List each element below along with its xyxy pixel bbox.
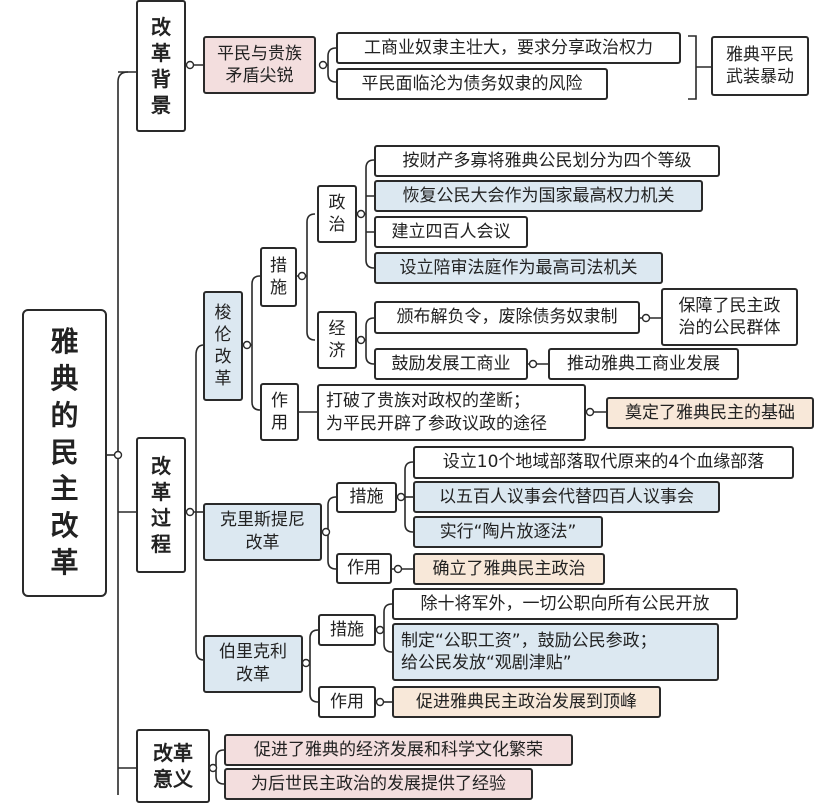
solon-effect-result: 奠定了雅典民主的基础 [606, 397, 814, 429]
solon-measures-label: 措 施 [260, 247, 297, 307]
pericles-measure: 制定“公职工资”，鼓励公民参政； 给公民发放“观剧津贴” [392, 623, 719, 681]
solon-effect: 打破了贵族对政权的垄断； 为平民开辟了参政议政的途径 [317, 384, 586, 441]
solon-politics-item: 建立四百人会议 [374, 216, 528, 248]
cleisthenes-effect-label: 作用 [336, 553, 392, 584]
cleisthenes-effect: 确立了雅典民主政治 [413, 553, 605, 585]
solon-effect-label: 作 用 [260, 383, 299, 441]
cleisthenes-measure: 以五百人议事会代替四百人议事会 [413, 481, 720, 513]
solon-politics-item: 恢复公民大会作为国家最高权力机关 [374, 180, 703, 212]
pericles-measures-label: 措施 [318, 614, 376, 646]
cleisthenes-measure: 设立10个地域部落取代原来的4个血缘部落 [413, 446, 794, 479]
solon-economy-label: 经 济 [317, 311, 357, 369]
section-background: 改 革 背 景 [136, 0, 186, 132]
solon-politics-item: 按财产多寡将雅典公民划分为四个等级 [374, 145, 720, 177]
pericles-effect: 促进雅典民主政治发展到顶峰 [392, 686, 661, 718]
section-significance: 改革 意义 [136, 729, 210, 803]
pericles-reform: 伯里克利 改革 [203, 635, 303, 693]
cleisthenes-measures-label: 措施 [336, 482, 397, 513]
solon-reform: 梭 伦 改 革 [203, 291, 243, 401]
background-result: 雅典平民 武装暴动 [711, 36, 809, 96]
section-process: 改 革 过 程 [136, 437, 186, 573]
solon-economy-item: 鼓励发展工商业 [374, 348, 528, 380]
pericles-effect-label: 作用 [318, 686, 376, 718]
solon-economy-result: 保障了民主政 治的公民群体 [661, 288, 798, 346]
background-item: 平民面临沦为债务奴隶的风险 [336, 68, 608, 100]
solon-politics-label: 政 治 [317, 185, 357, 243]
pericles-measure: 除十将军外，一切公职向所有公民开放 [392, 588, 738, 620]
cleisthenes-reform: 克里斯提尼 改革 [203, 503, 322, 561]
solon-economy-item: 颁布解负令，废除债务奴隶制 [374, 301, 640, 334]
main-title: 雅 典 的 民 主 改 革 [22, 309, 107, 597]
cleisthenes-measure: 实行“陶片放逐法” [413, 516, 603, 548]
solon-economy-result: 推动雅典工商业发展 [548, 348, 739, 380]
significance-item: 促进了雅典的经济发展和科学文化繁荣 [224, 734, 573, 766]
background-cause: 平民与贵族 矛盾尖锐 [203, 36, 316, 94]
solon-politics-item: 设立陪审法庭作为最高司法机关 [374, 252, 663, 284]
significance-item: 为后世民主政治的发展提供了经验 [224, 768, 533, 800]
background-item: 工商业奴隶主壮大，要求分享政治权力 [336, 32, 681, 64]
